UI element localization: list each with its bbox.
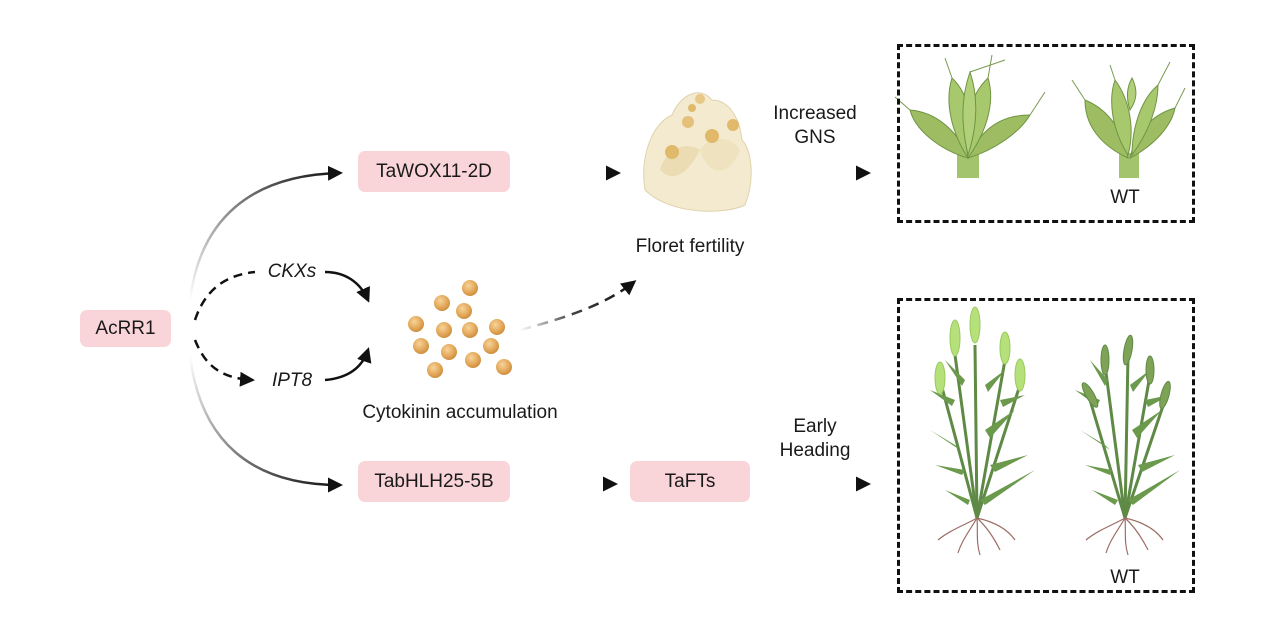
wheat-plant-wt-icon	[1075, 334, 1180, 556]
spikelet-mutant-icon	[894, 54, 1046, 178]
spikelet-wt-icon	[1071, 61, 1186, 178]
heading-label-line1: Early	[793, 416, 837, 437]
edge-acrr1-bhlh	[188, 354, 343, 493]
node-acrr1-label: AcRR1	[95, 317, 156, 339]
node-tabhlh25-label: TabHLH25-5B	[374, 470, 494, 492]
gns-label-line1: Increased	[773, 103, 857, 124]
node-tawox11-label: TaWOX11-2D	[376, 160, 492, 182]
node-tafts: TaFTs	[630, 461, 750, 502]
gene-ipt8-label: IPT8	[271, 370, 313, 391]
node-acrr1: AcRR1	[80, 310, 171, 347]
node-tawox11: TaWOX11-2D	[358, 151, 510, 192]
edge-ckx-cytokinin	[324, 270, 370, 303]
node-tabhlh25: TabHLH25-5B	[358, 461, 510, 502]
edge-acrr1-ckx	[193, 270, 256, 321]
gns-label-line2: GNS	[794, 127, 836, 148]
edge-ipt-cytokinin	[324, 347, 372, 382]
gene-ckxs-label: CKXs	[267, 261, 317, 282]
plant-comparison-box	[897, 298, 1195, 593]
wheat-plant-mutant-icon	[930, 306, 1035, 556]
cytokinin-molecules-icon	[408, 280, 512, 378]
floret-fertility-label: Floret fertility	[635, 236, 745, 257]
cytokinin-label: Cytokinin accumulation	[362, 402, 558, 423]
node-tafts-label: TaFTs	[664, 470, 716, 492]
wt-spikelet-label: WT	[1110, 187, 1140, 208]
heading-label-line2: Heading	[779, 440, 851, 461]
wt-plant-label: WT	[1110, 567, 1140, 588]
floret-icon	[643, 92, 752, 212]
spikelet-comparison-box	[897, 44, 1195, 223]
edge-acrr1-wox	[188, 165, 343, 301]
edge-cytokinin-floret	[519, 280, 637, 332]
edge-acrr1-ipt	[193, 339, 255, 387]
